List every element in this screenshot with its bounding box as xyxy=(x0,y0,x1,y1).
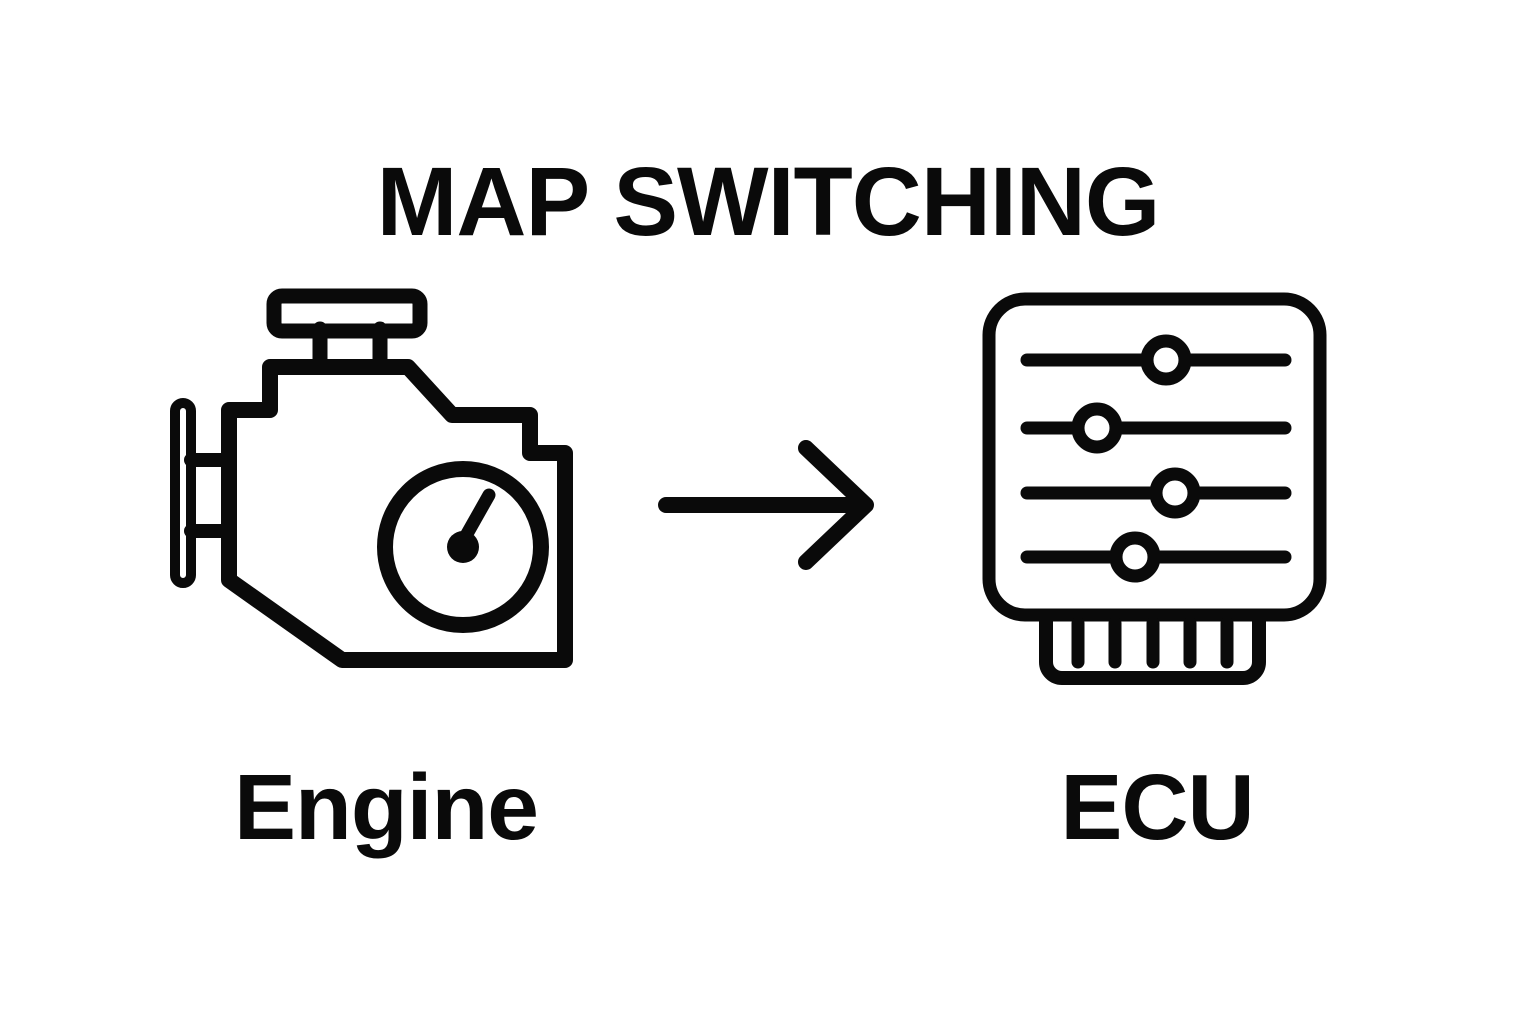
engine-cap xyxy=(266,288,428,339)
page-title: MAP SWITCHING xyxy=(376,146,1161,256)
ecu-slider-row-3 xyxy=(1020,467,1292,519)
ecu-slider-row-2 xyxy=(1020,402,1292,454)
ecu-slider-knob-3 xyxy=(1149,467,1201,519)
arrow-right-icon xyxy=(658,440,874,570)
ecu-connector-pins xyxy=(1071,616,1234,669)
engine-gauge-needle xyxy=(456,488,496,548)
ecu-figure xyxy=(982,291,1332,693)
ecu-slider-knob-1 xyxy=(1140,334,1192,386)
ecu-box xyxy=(982,292,1327,622)
ecu-slider-row-1 xyxy=(1020,334,1292,386)
ecu-slider-row-4 xyxy=(1020,531,1292,583)
engine-figure xyxy=(166,288,576,670)
engine-icon xyxy=(170,288,573,668)
ecu-slider-knob-4 xyxy=(1109,531,1161,583)
engine-bar xyxy=(170,398,196,588)
ecu-icon xyxy=(982,292,1327,685)
engine-label: Engine xyxy=(233,755,539,859)
ecu-label: ECU xyxy=(1060,755,1254,859)
ecu-slider-knob-2 xyxy=(1071,402,1123,454)
flow-arrow xyxy=(658,440,880,570)
